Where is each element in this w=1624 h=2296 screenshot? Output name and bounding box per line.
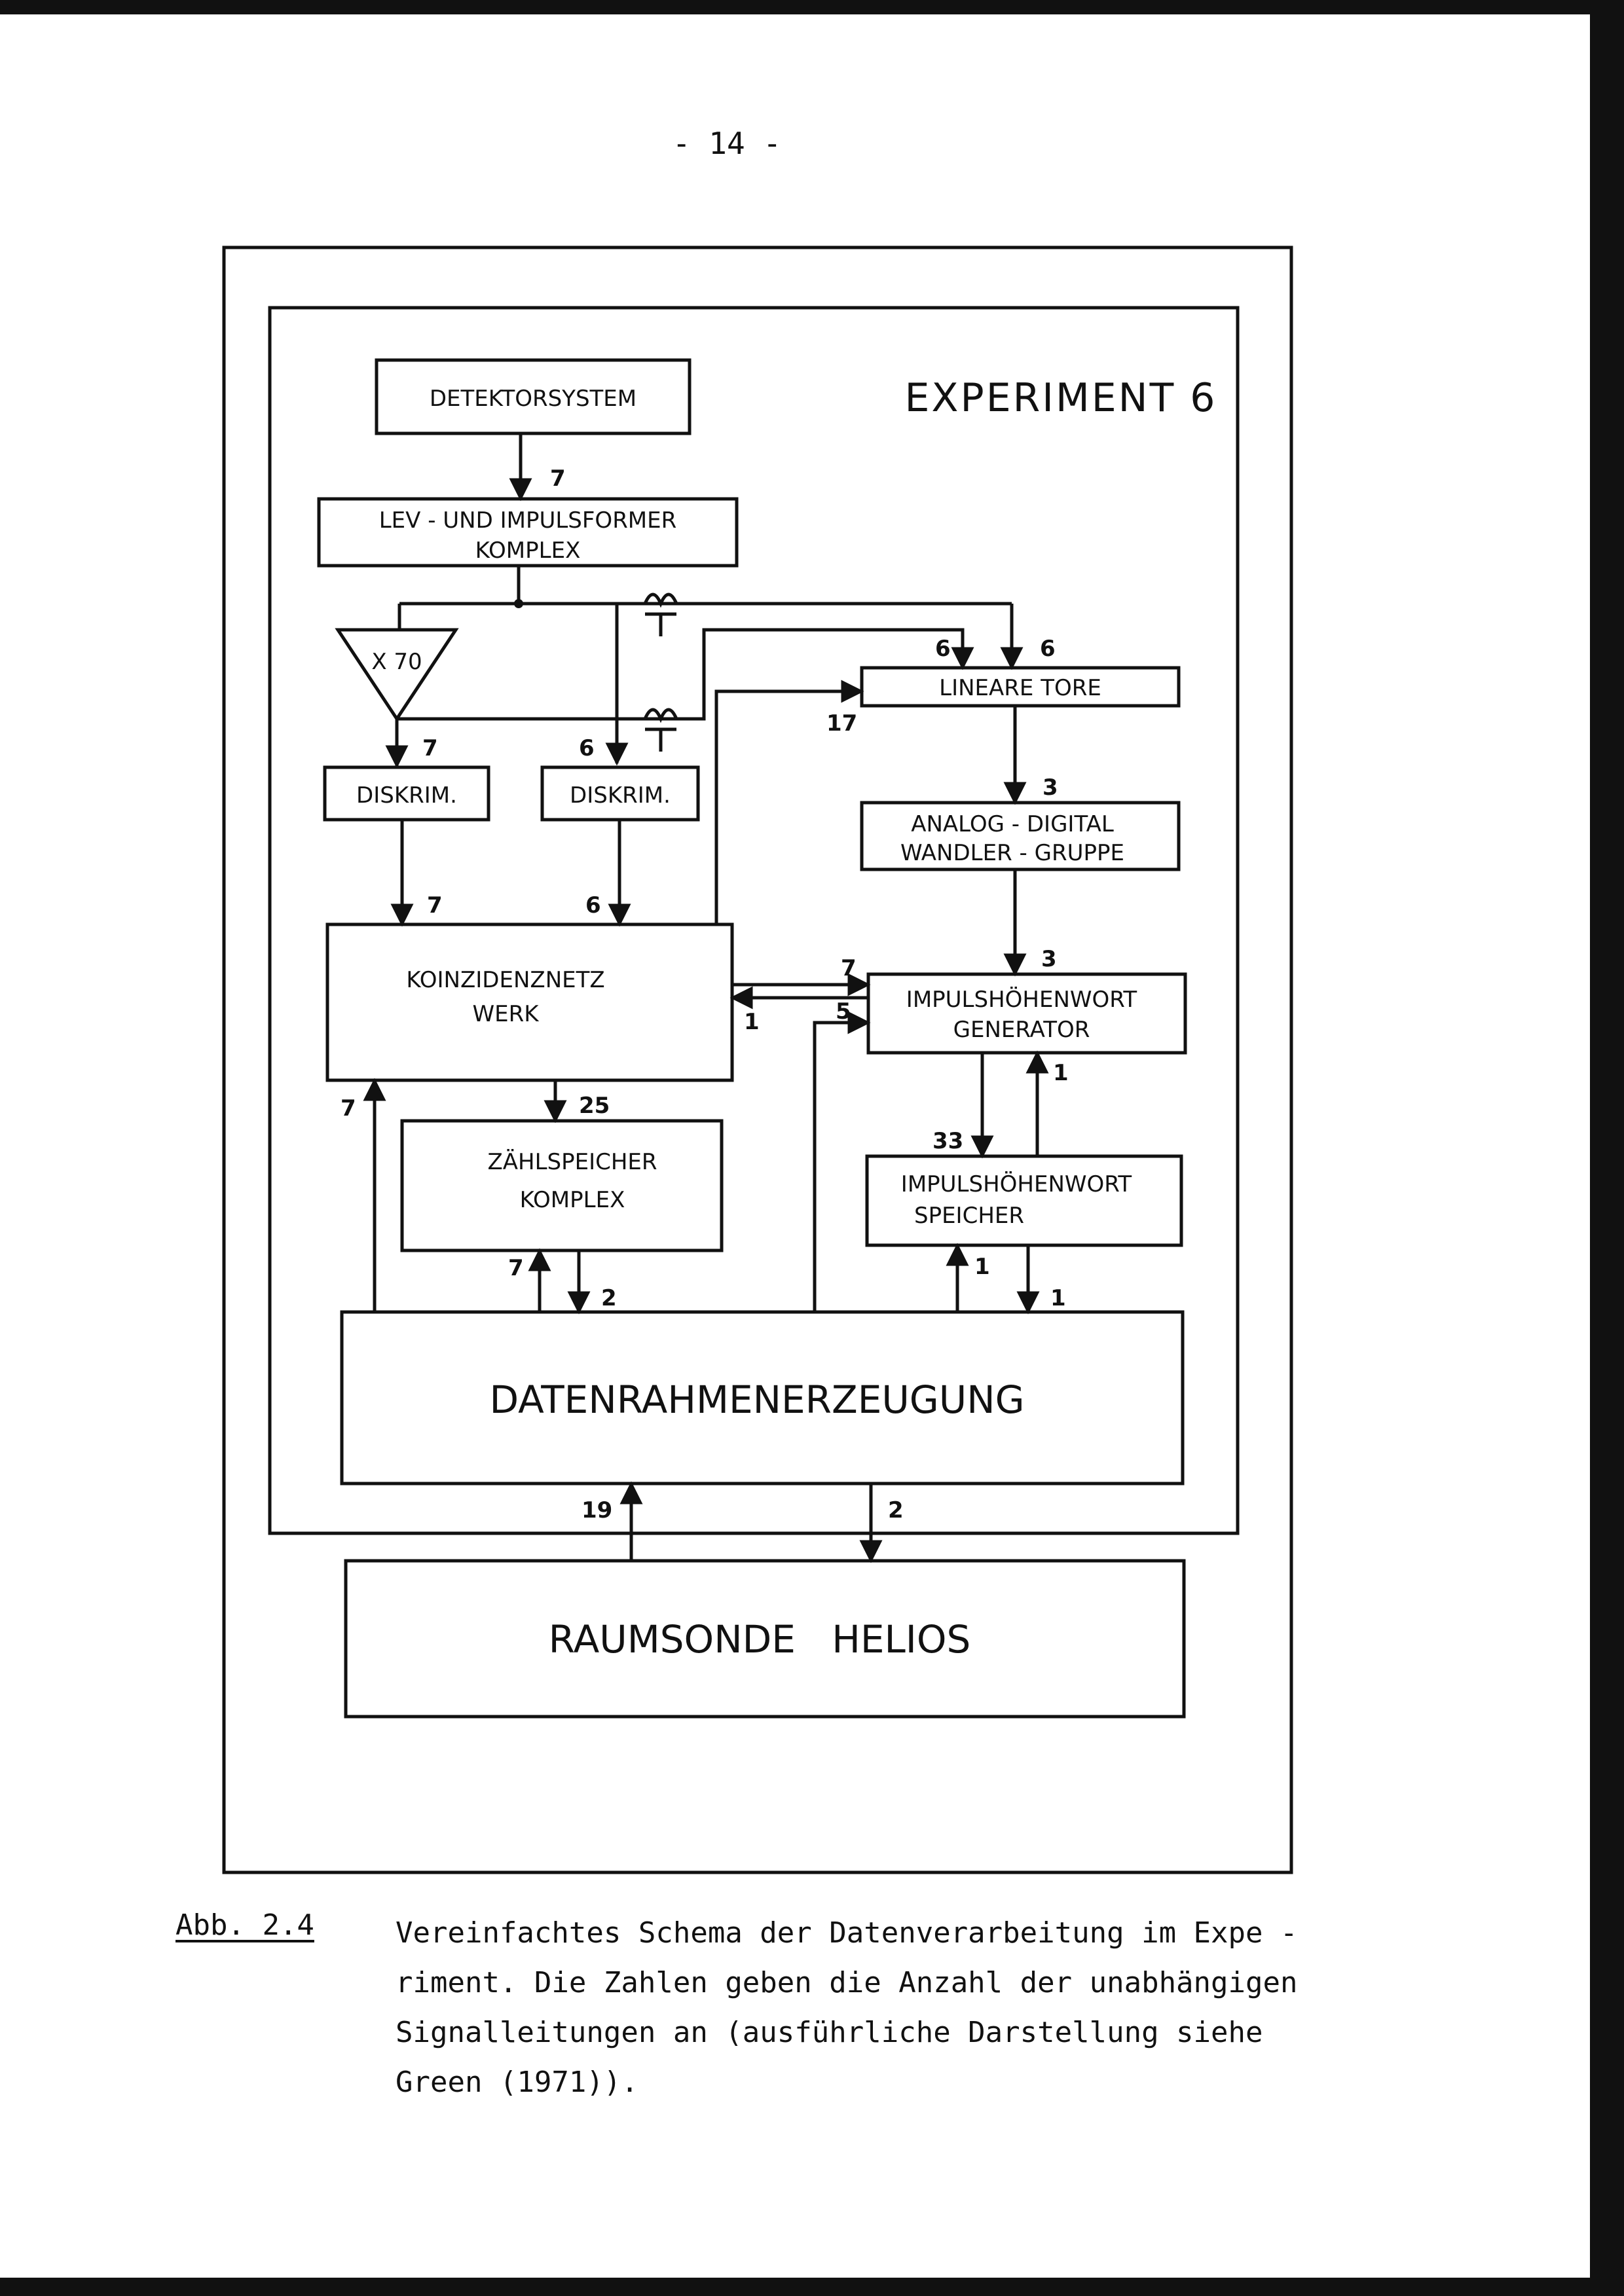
experiment-title: EXPERIMENT 6: [905, 375, 1217, 421]
count-lev-diskrim2: 6: [579, 735, 595, 761]
count-det-lev: 7: [550, 465, 566, 492]
lev-block: [317, 497, 739, 568]
delay-line-icon: [643, 592, 678, 636]
count-adc-gen: 3: [1041, 946, 1057, 972]
count-tore-gate: 17: [826, 710, 857, 737]
figure-caption: Vereinfachtes Schema der Datenverarbeitu…: [396, 1908, 1469, 2107]
zaehlspeicher-label-line2: KOMPLEX: [520, 1187, 625, 1213]
count-gen-koinz: 1: [744, 1009, 760, 1035]
count-koinz-gen: 7: [841, 955, 857, 981]
generator-label-line2: GENERATOR: [953, 1017, 1090, 1043]
count-diskrim1-koinz: 7: [427, 892, 443, 919]
caption-line: Signalleitungen an (ausführliche Darstel…: [396, 2016, 1263, 2049]
diskrim-1-label: DISKRIM.: [356, 782, 457, 809]
diskrim-1-block: [323, 765, 490, 822]
outer-frame: [222, 246, 1293, 1874]
count-dr-speicher: 1: [974, 1254, 990, 1280]
koinzidenz-label-line2: WERK: [472, 1001, 540, 1027]
lineare-tore-label: LINEARE TORE: [939, 675, 1101, 701]
page-number: - 14 -: [672, 126, 782, 161]
figure-label: Abb. 2.4: [175, 1908, 314, 1942]
lev-label-line1: LEV - UND IMPULSFORMER: [379, 507, 677, 534]
speicher-label-line1: IMPULSHÖHENWORT: [901, 1171, 1132, 1197]
count-dr-zaehl: 7: [508, 1255, 524, 1281]
scan-border-right: [1590, 0, 1624, 2296]
zaehlspeicher-label-line1: ZÄHLSPEICHER: [487, 1149, 657, 1175]
delay-line-icon: [643, 708, 678, 752]
lev-label-line2: KOMPLEX: [475, 538, 581, 564]
count-zaehl-dr: 2: [601, 1285, 617, 1311]
adc-label-line1: ANALOG - DIGITAL: [911, 811, 1114, 837]
count-amp-diskrim1: 7: [422, 735, 438, 761]
raumsonde-helios-block: [344, 1559, 1186, 1719]
diskrim-2-label: DISKRIM.: [570, 782, 671, 809]
count-koinz-zaehl: 25: [579, 1093, 610, 1119]
detektorsystem-block: [375, 358, 692, 435]
scan-border-bottom: [0, 2278, 1624, 2296]
count-speicher-dr: 1: [1050, 1285, 1066, 1311]
line-koinz-to-tore-gate: [714, 680, 864, 924]
count-tore-in-a: 6: [935, 636, 951, 662]
raumsonde-helios-label: RAUMSONDE HELIOS: [549, 1617, 971, 1662]
line-dr-gen: [813, 1011, 871, 1312]
datenrahmenerzeugung-block: [340, 1310, 1185, 1485]
impulshoehenwort-speicher-block: [865, 1154, 1183, 1247]
datenrahmenerzeugung-label: DATENRAHMENERZEUGUNG: [489, 1377, 1024, 1422]
count-tore-adc: 3: [1043, 774, 1058, 801]
caption-line: riment. Die Zahlen geben die Anzahl der …: [396, 1966, 1298, 1999]
count-speicher-gen: 1: [1053, 1060, 1069, 1086]
count-dr-gen: 5: [836, 998, 851, 1025]
zaehlspeicher-block: [400, 1119, 724, 1252]
caption-line: Vereinfachtes Schema der Datenverarbeitu…: [396, 1916, 1298, 1950]
count-diskrim2-koinz: 6: [585, 892, 601, 919]
amplifier-triangle: [335, 628, 459, 722]
adc-label-line2: WANDLER - GRUPPE: [900, 840, 1124, 866]
generator-label-line1: IMPULSHÖHENWORT: [906, 986, 1137, 1013]
line-amp-out: [397, 628, 974, 721]
koinzidenz-label-line1: KOINZIDENZNETZ: [406, 967, 604, 993]
experiment-frame: [268, 306, 1240, 1535]
speicher-label-line2: SPEICHER: [914, 1203, 1024, 1229]
count-tore-in-b: 6: [1040, 636, 1056, 662]
caption-line: Green (1971)).: [396, 2066, 638, 2099]
count-dr-helios: 2: [888, 1497, 904, 1523]
count-gen-speicher: 33: [932, 1128, 963, 1154]
adc-block: [860, 801, 1181, 871]
block-diagram: EXPERIMENT 6 DETEKTORSYSTEM 7 LEV - UND …: [222, 246, 1293, 1874]
scan-border-top: [0, 0, 1624, 14]
count-dr-koinz: 7: [341, 1095, 356, 1121]
amplifier-label: X 70: [371, 649, 422, 675]
detektorsystem-label: DETEKTORSYSTEM: [430, 386, 637, 412]
count-helios-dr: 19: [581, 1497, 612, 1523]
